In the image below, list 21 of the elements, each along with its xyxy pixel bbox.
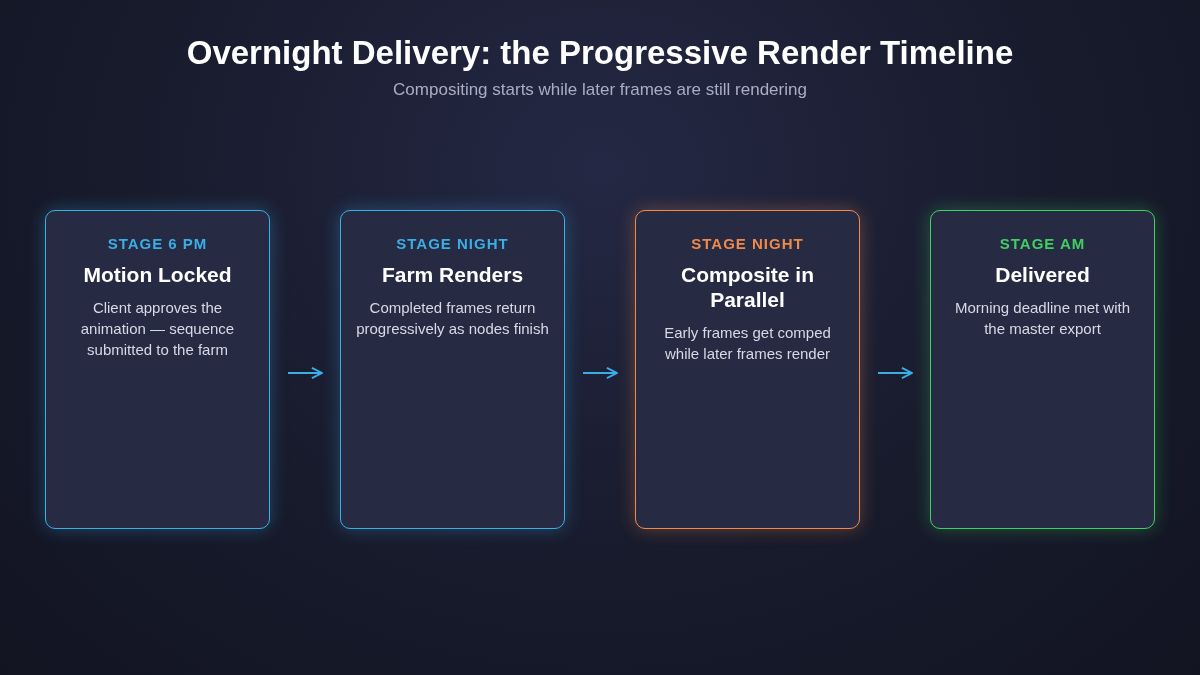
stage-heading: Delivered (994, 262, 1091, 288)
stage-heading: Farm Renders (380, 262, 525, 288)
stage-label: STAGE 6 PM (106, 235, 209, 252)
arrow (877, 367, 913, 379)
stage-card (45, 210, 270, 529)
stage-card (635, 210, 860, 529)
stage-label: STAGE AM (998, 235, 1087, 252)
stage-description: Morning deadline met with the master export (953, 298, 1132, 340)
stage-heading: Composite in Parallel (680, 262, 815, 313)
stage-label: STAGE NIGHT (690, 235, 805, 252)
stage-card (340, 210, 565, 529)
stage-description: Client approves the animation — sequence submitted to the farm (79, 298, 236, 361)
subtitle: Compositing starts while later frames are still rendering (392, 80, 808, 100)
diagram-title: Overnight Delivery: the Progressive Render Timeline (185, 34, 1015, 72)
stage-heading: Motion Locked (82, 262, 233, 288)
stage-label: STAGE NIGHT (395, 235, 510, 252)
arrow (582, 367, 618, 379)
arrow (287, 367, 323, 379)
stage-description: Completed frames return progressively as nodes finish (355, 298, 550, 340)
stage-description: Early frames get comped while later frames render (663, 323, 832, 365)
stage-card (930, 210, 1155, 529)
